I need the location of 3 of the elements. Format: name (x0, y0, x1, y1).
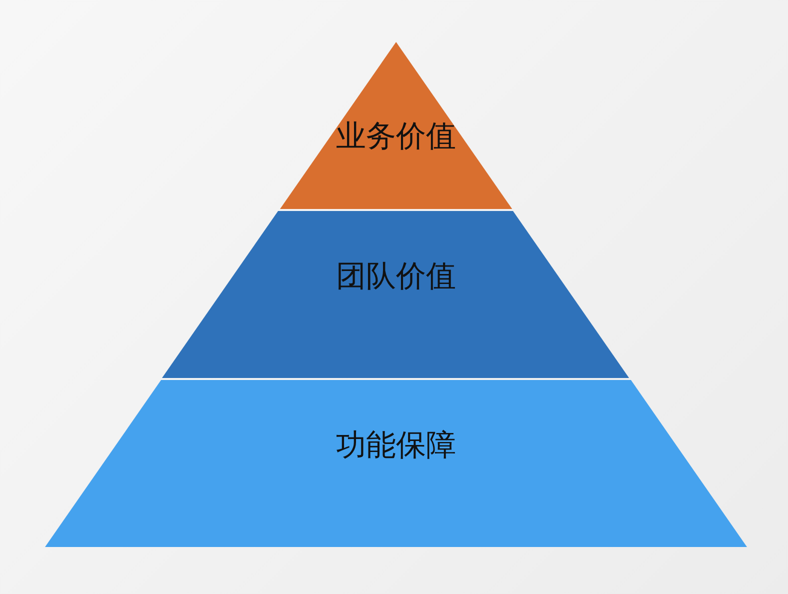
tier-label: 业务价值 (334, 118, 457, 156)
tier-label: 功能保障 (335, 427, 457, 466)
tier-label: 团队价值 (334, 258, 457, 296)
